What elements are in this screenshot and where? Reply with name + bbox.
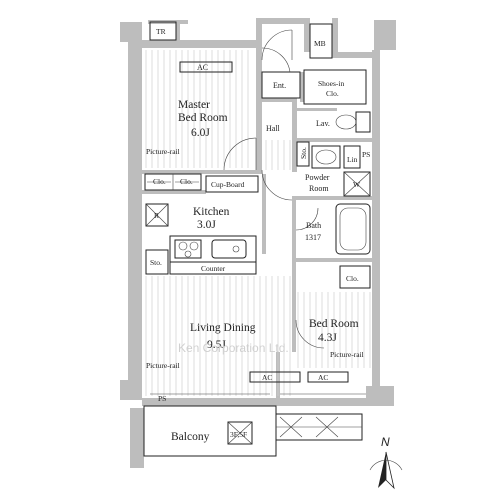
- living-dining-name: Living Dining: [190, 322, 256, 334]
- interior-walls: [142, 72, 377, 398]
- washer-label: W: [353, 180, 361, 189]
- shoes-closet-line2: Clo.: [326, 89, 339, 98]
- compass: N: [369, 435, 403, 490]
- refrigerator-label: R: [154, 211, 159, 220]
- storage-hall-label: Sto.: [299, 147, 308, 159]
- closet-bedroom-label: Clo.: [346, 274, 359, 283]
- counter-label: Counter: [201, 264, 226, 273]
- closet-2-label: Clo.: [180, 177, 193, 186]
- master-bedroom-line2: Bed Room: [178, 112, 228, 124]
- powder-room-line2: Room: [309, 184, 329, 193]
- shoes-closet-line1: Shoes-in: [318, 79, 345, 88]
- balcony-name: Balcony: [171, 431, 210, 443]
- mb-label: MB: [314, 39, 326, 48]
- bath-name: Bath: [306, 221, 321, 230]
- bedroom-size: 4.3J: [318, 332, 337, 344]
- floor-pattern: [145, 50, 371, 396]
- fixtures: [143, 21, 371, 457]
- watermark: Ken Corporation Ltd.: [178, 341, 289, 355]
- storage-kitchen-label: Sto.: [150, 258, 162, 267]
- master-bedroom-size: 6.0J: [191, 127, 210, 139]
- tr-label: TR: [156, 27, 166, 36]
- bath-size: 1317: [305, 233, 321, 242]
- balcony-note: 3F,5F: [230, 430, 247, 439]
- entrance-label: Ent.: [273, 81, 286, 90]
- closet-1-label: Clo.: [153, 177, 166, 186]
- cupboard-label: Cup-Board: [211, 180, 245, 189]
- linen-label: Lin: [347, 155, 358, 164]
- bedroom-name: Bed Room: [309, 318, 359, 330]
- living-dining-size: 9.5J: [207, 339, 226, 351]
- ps-right-label: PS: [362, 150, 370, 159]
- outer-walls: [120, 18, 396, 468]
- hall-label: Hall: [266, 124, 281, 133]
- north-arrow-icon: [378, 452, 386, 488]
- room-labels: TR MB AC Master Bed Room 6.0J Picture-ra…: [146, 27, 370, 443]
- powder-room-line1: Powder: [305, 173, 330, 182]
- picture-rail-living: Picture-rail: [146, 361, 180, 370]
- kitchen-name: Kitchen: [193, 206, 230, 218]
- compass-north-label: N: [381, 435, 390, 449]
- picture-rail-bedroom: Picture-rail: [330, 350, 364, 359]
- ac-master-label: AC: [197, 63, 208, 72]
- kitchen-size: 3.0J: [197, 219, 216, 231]
- ac-bedroom-label: AC: [318, 373, 328, 382]
- lavatory-label: Lav.: [316, 119, 330, 128]
- ac-living-label: AC: [262, 373, 272, 382]
- picture-rail-master: Picture-rail: [146, 147, 180, 156]
- ps-bottom-label: PS: [158, 394, 166, 403]
- master-bedroom-line1: Master: [178, 99, 210, 111]
